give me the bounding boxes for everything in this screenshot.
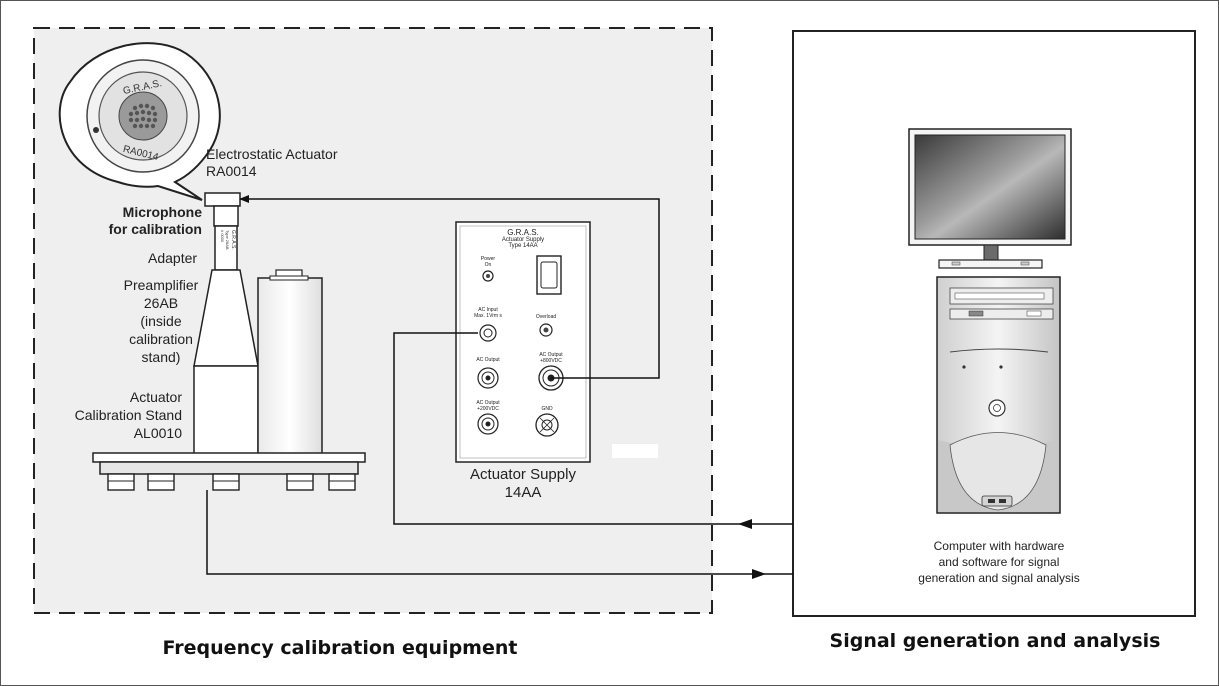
power-label: Power On	[470, 256, 506, 268]
stand-foot-3	[212, 473, 240, 491]
microphone	[213, 205, 239, 227]
ac-input-label-line2: Max. 1Vrm s	[474, 313, 502, 319]
ac-output-200v-label-line2: +200VDC	[477, 406, 499, 412]
stand-cylinder	[257, 277, 323, 455]
actuator-label-line2: RA0014	[206, 163, 257, 179]
microphone-label-line1: Microphone	[122, 204, 202, 220]
actuator-closeup-bubble: G.R.A.S. RA0014	[58, 42, 221, 201]
connection-signal-analysis	[206, 490, 793, 575]
preamp-label: Preamplifier 26AB (inside calibration st…	[116, 276, 206, 366]
preamp-label-line3: (inside	[140, 313, 182, 329]
ac-output-label: AC Output	[476, 357, 500, 363]
ac-output-800v-label: AC Output +800VDC	[529, 352, 573, 364]
stand-foot-1	[107, 473, 135, 491]
microphone-label-line2: for calibration	[108, 221, 202, 237]
electrostatic-actuator	[204, 192, 241, 207]
supply-caption: Actuator Supply 14AA	[450, 466, 596, 502]
stand-label-line3: AL0010	[133, 425, 182, 441]
ac-input-label: AC Input Max. 1Vrm s	[466, 307, 510, 319]
ac-input-label-line1: AC Input	[478, 307, 498, 313]
actuator-label-line1: Electrostatic Actuator	[206, 146, 338, 162]
computer-caption: Computer with hardware and software for …	[888, 538, 1110, 586]
ac-output-800v-label-line2: +800VDC	[540, 358, 562, 364]
computer-tower	[936, 276, 1061, 514]
stand-base-plate	[92, 452, 366, 463]
computer-caption-line2: and software for signal	[938, 555, 1060, 569]
connection-actuator-drive	[239, 195, 660, 379]
actuator-label: Electrostatic Actuator RA0014	[206, 146, 338, 180]
supply-brand: G.R.A.S.	[507, 228, 539, 237]
stand-cone-base	[193, 365, 259, 455]
computer-monitor	[908, 128, 1072, 269]
connection-signal-generator	[393, 332, 793, 525]
gnd-label: GND	[541, 406, 553, 412]
stand-label-line1: Actuator	[129, 389, 182, 405]
adapter-label: Adapter	[148, 250, 198, 266]
preamp-label-line5: stand)	[141, 349, 181, 365]
supply-name-line1: Actuator Supply	[501, 237, 545, 243]
preamp-body-text-2: Type 26AB	[225, 230, 230, 250]
stand-label-line2: Calibration Stand	[74, 407, 182, 423]
preamp-label-line4: calibration	[129, 331, 193, 347]
preamp-body-text-3: # 0000	[220, 230, 225, 243]
calibration-group-title: Frequency calibration equipment	[162, 637, 518, 659]
preamp-label-line1: Preamplifier	[123, 277, 199, 293]
stand-foot-4	[286, 473, 314, 491]
power-label-line2: On	[484, 262, 492, 268]
ac-output-200v-label-line1: AC Output	[476, 400, 500, 406]
computer-caption-line1: Computer with hardware	[933, 539, 1065, 553]
power-label-line1: Power	[480, 256, 496, 262]
supply-caption-line1: Actuator Supply	[470, 466, 576, 483]
stand-foot-2	[147, 473, 175, 491]
preamp-label-line2: 26AB	[143, 295, 179, 311]
ac-output-200v-label: AC Output +200VDC	[466, 400, 510, 412]
ac-output-800v-label-line1: AC Output	[539, 352, 563, 358]
stand-label: Actuator Calibration Stand AL0010	[74, 388, 182, 442]
blank-label	[612, 444, 658, 458]
supply-name-line2: Type 14AA	[508, 243, 538, 249]
analysis-group-title: Signal generation and analysis	[829, 630, 1161, 652]
stand-foot-5	[328, 473, 356, 491]
microphone-label: Microphone for calibration	[106, 204, 202, 238]
supply-caption-line2: 14AA	[504, 484, 542, 501]
computer-caption-line3: generation and signal analysis	[918, 571, 1080, 585]
preamp-body-text-1: G.R.A.S.	[230, 230, 236, 250]
overload-label: Overload	[535, 314, 557, 320]
